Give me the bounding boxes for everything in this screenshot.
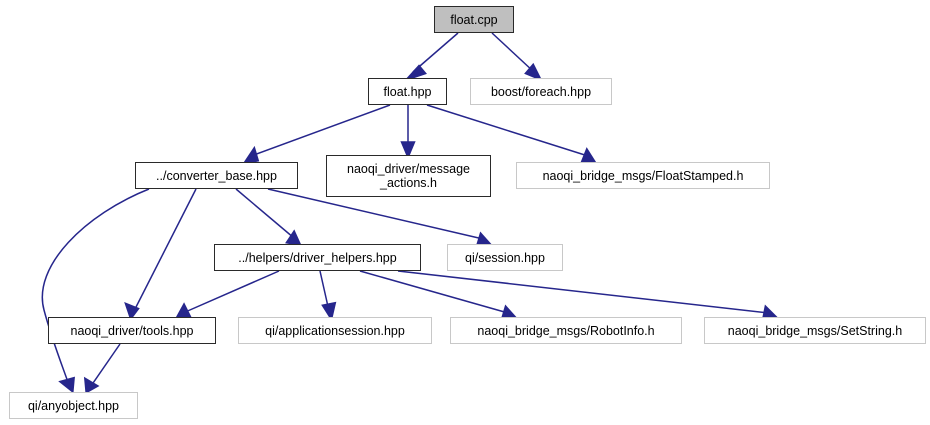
edge-driver_helpers-to-robot_info [359, 270, 518, 320]
edge-driver_helpers-to-applicationsession [319, 270, 337, 322]
node-label: naoqi_bridge_msgs/SetString.h [727, 323, 903, 338]
node-label: qi/applicationsession.hpp [265, 323, 405, 338]
node-qi_session[interactable]: qi/session.hpp [447, 244, 563, 271]
arrowhead-icon [242, 145, 260, 165]
arrowhead-icon [580, 147, 598, 165]
edge-driver_helpers-to-set_string [397, 270, 779, 320]
arrowhead-icon [174, 302, 192, 320]
edge-float_hpp-to-float_stamped [426, 104, 598, 165]
node-message_actions[interactable]: naoqi_driver/message _actions.h [326, 155, 491, 197]
edge-tools_hpp-to-anyobject [83, 343, 121, 394]
node-driver_helpers[interactable]: ../helpers/driver_helpers.hpp [214, 244, 421, 271]
node-label: boost/foreach.hpp [490, 84, 592, 99]
arrowhead-icon [285, 229, 302, 247]
edge-converter_base-to-qi_session [267, 188, 493, 247]
node-label: ../converter_base.hpp [156, 168, 277, 183]
node-set_string[interactable]: naoqi_bridge_msgs/SetString.h [704, 317, 926, 344]
arrowhead-icon [58, 376, 75, 394]
node-label: naoqi_bridge_msgs/RobotInfo.h [477, 323, 655, 338]
node-label: naoqi_driver/message _actions.h [347, 162, 470, 190]
node-boost_foreach[interactable]: boost/foreach.hpp [470, 78, 612, 105]
edge-float_hpp-to-converter_base [242, 104, 391, 165]
node-float_stamped[interactable]: naoqi_bridge_msgs/FloatStamped.h [516, 162, 770, 189]
node-applicationsession[interactable]: qi/applicationsession.hpp [238, 317, 432, 344]
node-converter_base[interactable]: ../converter_base.hpp [135, 162, 298, 189]
node-label: ../helpers/driver_helpers.hpp [238, 250, 397, 265]
edge-float_cpp-to-float_hpp [403, 32, 459, 82]
node-float_hpp[interactable]: float.hpp [368, 78, 447, 105]
edge-driver_helpers-to-tools_hpp [174, 270, 280, 320]
node-label: qi/anyobject.hpp [27, 398, 120, 413]
arrowhead-icon [524, 62, 543, 82]
node-float_cpp[interactable]: float.cpp [434, 6, 514, 33]
edge-converter_base-to-tools_hpp [124, 188, 197, 321]
node-label: float.cpp [450, 12, 498, 27]
node-anyobject[interactable]: qi/anyobject.hpp [9, 392, 138, 419]
node-robot_info[interactable]: naoqi_bridge_msgs/RobotInfo.h [450, 317, 682, 344]
node-label: naoqi_driver/tools.hpp [70, 323, 194, 338]
arrowhead-icon [403, 64, 427, 82]
node-tools_hpp[interactable]: naoqi_driver/tools.hpp [48, 317, 216, 344]
arrowhead-icon [321, 301, 337, 322]
arrowhead-icon [400, 141, 416, 160]
node-label: float.hpp [383, 84, 432, 99]
arrowhead-icon [83, 376, 100, 394]
edge-float_cpp-to-boost_foreach [491, 32, 543, 82]
arrowhead-icon [124, 301, 140, 321]
edge-converter_base-to-anyobject [41, 188, 150, 394]
node-label: naoqi_bridge_msgs/FloatStamped.h [542, 168, 744, 183]
edge-converter_base-to-driver_helpers [235, 188, 302, 247]
edge-float_hpp-to-message_actions [400, 105, 416, 160]
node-label: qi/session.hpp [465, 250, 545, 265]
